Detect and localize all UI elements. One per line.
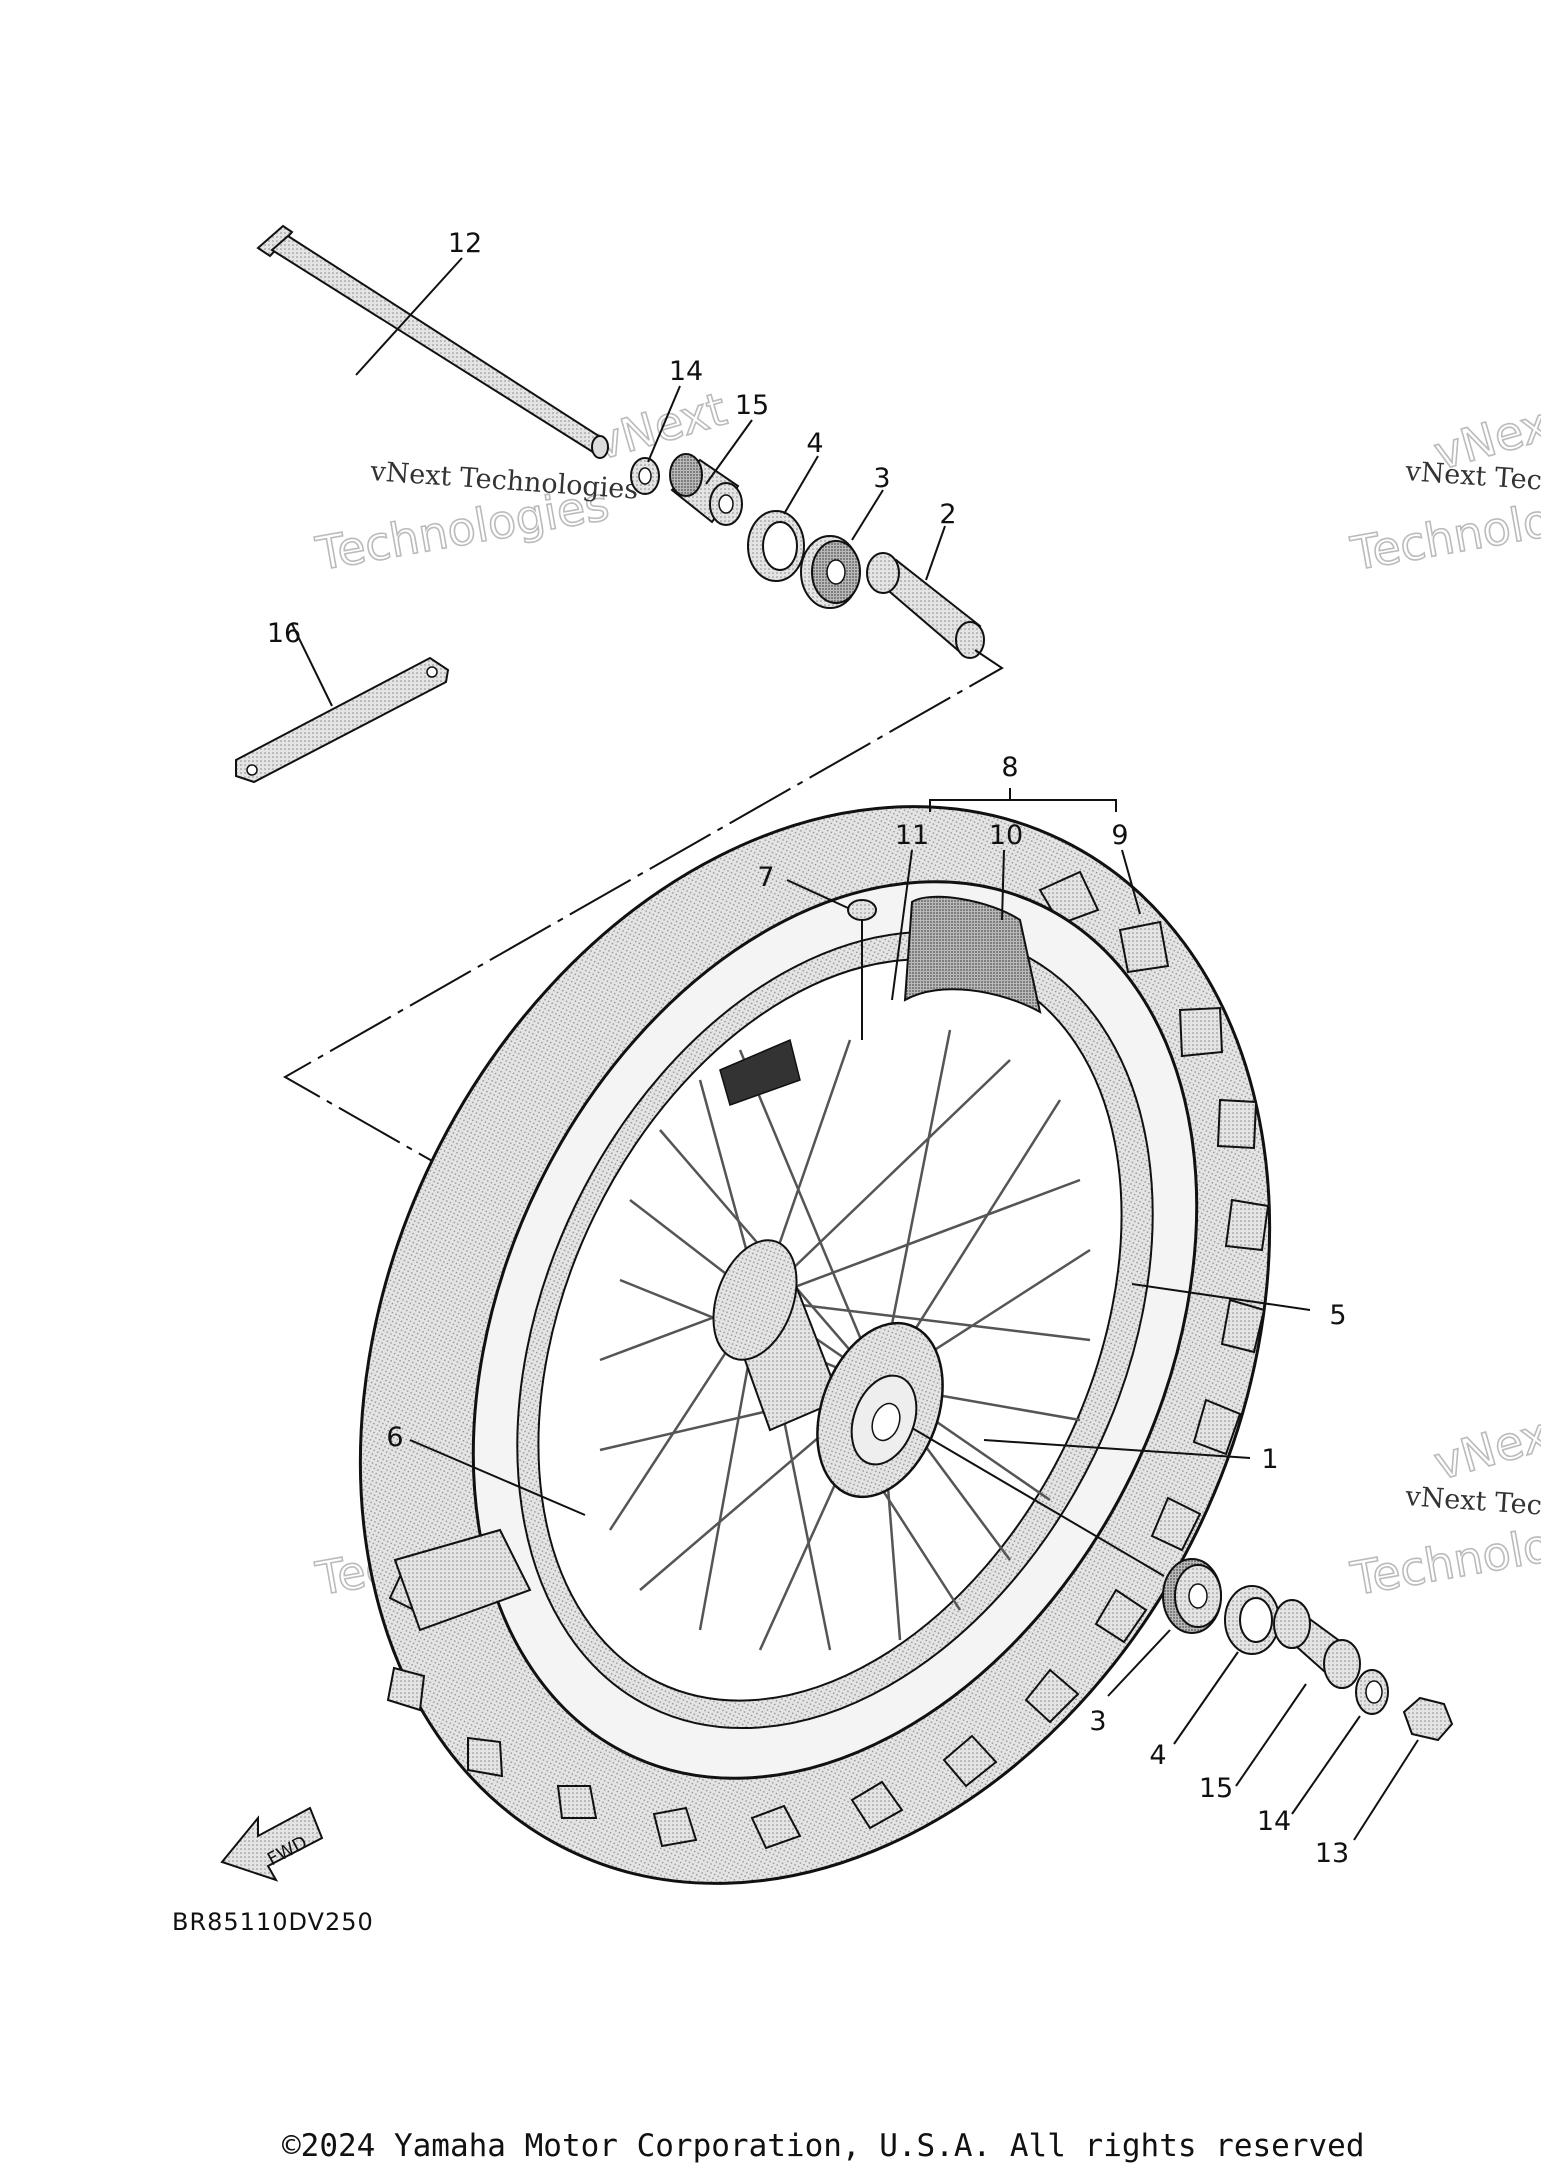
callout-3-upper: 3 <box>873 463 890 494</box>
seal-part-4-upper <box>747 510 805 582</box>
callout-4-lower: 4 <box>1149 1740 1166 1771</box>
callout-14-upper: 14 <box>669 356 703 387</box>
diagram-code: BR85110DV250 <box>172 1908 374 1936</box>
spacer-part-2 <box>866 552 985 659</box>
callout-3-lower: 3 <box>1089 1706 1106 1737</box>
callout-10: 10 <box>989 820 1023 851</box>
callout-9: 9 <box>1111 820 1128 851</box>
callout-2: 2 <box>939 499 956 530</box>
callout-1: 1 <box>1261 1444 1278 1475</box>
callout-4-upper: 4 <box>806 428 823 459</box>
leader-lines <box>291 257 1419 1841</box>
axle-part-12 <box>256 224 609 459</box>
callout-11: 11 <box>895 820 929 851</box>
copyright-notice: ©2024 Yamaha Motor Corporation, U.S.A. A… <box>282 2128 1365 2164</box>
nut-part-13 <box>1402 1696 1454 1742</box>
callout-numbers: 12 14 15 4 3 2 16 8 11 10 9 7 5 6 1 3 4 … <box>267 228 1349 1869</box>
bearing-part-3-upper <box>800 535 861 609</box>
hub-part-1 <box>712 1239 944 1499</box>
callout-7: 7 <box>757 862 774 893</box>
callout-12: 12 <box>448 228 482 259</box>
callout-14-lower: 14 <box>1257 1806 1291 1837</box>
rim-band-part-11 <box>719 1038 801 1106</box>
callout-5: 5 <box>1329 1300 1346 1331</box>
callout-8: 8 <box>1001 752 1018 783</box>
seal-part-4-lower <box>1224 1585 1280 1655</box>
callout-15-upper: 15 <box>735 390 769 421</box>
spacer-part-15-upper <box>669 453 743 526</box>
tire-part-5 <box>386 870 1270 1850</box>
callout-16: 16 <box>267 618 301 649</box>
washer-part-14-lower <box>1355 1669 1389 1715</box>
wheel-assembly <box>358 805 1272 1885</box>
rim-band-part-10 <box>903 895 1042 1014</box>
callout-6: 6 <box>386 1422 403 1453</box>
spoke-wrench-part-16 <box>235 656 450 784</box>
spacer-part-15-lower <box>1273 1599 1361 1689</box>
axle-alignment-line <box>282 649 1004 1231</box>
svg-text:vNext: vNext <box>588 382 732 471</box>
rim-lock-part-6 <box>393 1528 532 1632</box>
forward-direction-arrow: FWD <box>220 1806 324 1882</box>
bearing-part-3-lower <box>1162 1558 1222 1634</box>
svg-text:vNext: vNext <box>1428 1402 1541 1491</box>
callout-15-lower: 15 <box>1199 1773 1233 1804</box>
washer-part-14-upper <box>630 457 660 495</box>
valve-cap-part-7 <box>847 899 877 921</box>
callout-13: 13 <box>1315 1838 1349 1869</box>
